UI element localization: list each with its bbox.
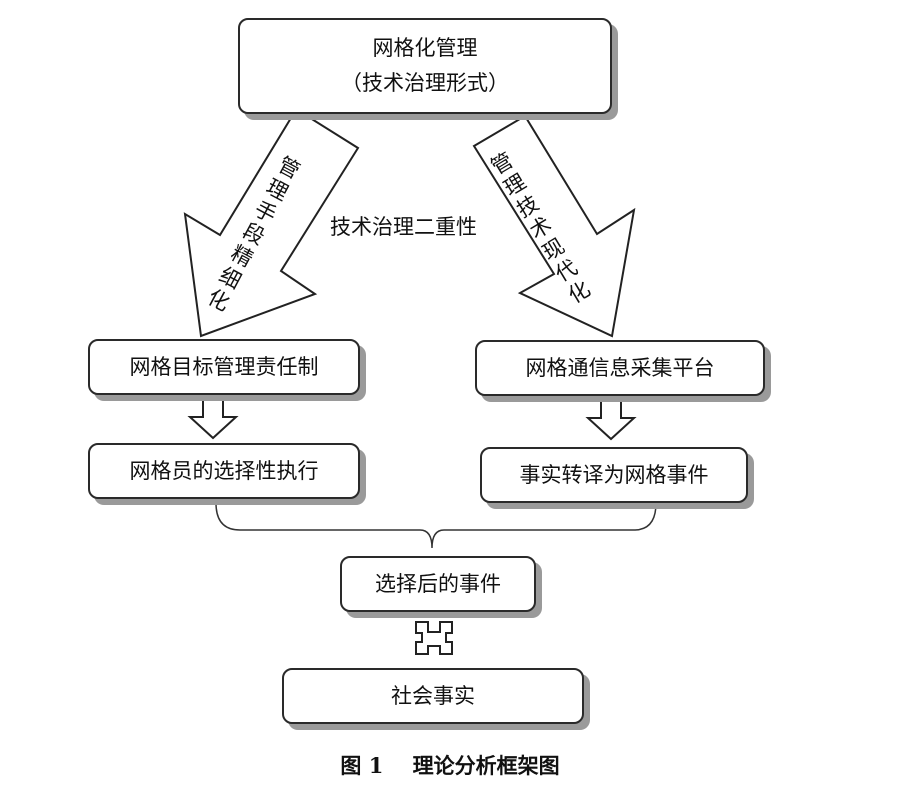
grid-management-subtitle: （技术治理形式）	[341, 71, 509, 95]
merge-bracket	[215, 502, 657, 549]
selected-events-node: 选择后的事件	[340, 556, 536, 612]
break-symbol	[415, 621, 453, 655]
right-big-arrow	[472, 114, 636, 338]
dual-nature-label: 技术治理二重性	[330, 215, 477, 239]
event-translation-node: 事实转译为网格事件	[480, 447, 748, 503]
grid-management-node: 网格化管理 （技术治理形式）	[238, 18, 612, 114]
social-facts-node: 社会事实	[282, 668, 584, 724]
info-platform-node: 网格通信息采集平台	[475, 340, 765, 396]
left-down-arrow	[187, 396, 239, 440]
selective-execution-node: 网格员的选择性执行	[88, 443, 360, 499]
right-down-arrow	[585, 399, 637, 441]
left-big-arrow	[183, 111, 360, 338]
target-responsibility-node: 网格目标管理责任制	[88, 339, 360, 395]
grid-management-title: 网格化管理	[372, 36, 478, 61]
figure-caption: 图 1 理论分析框架图	[340, 753, 560, 778]
